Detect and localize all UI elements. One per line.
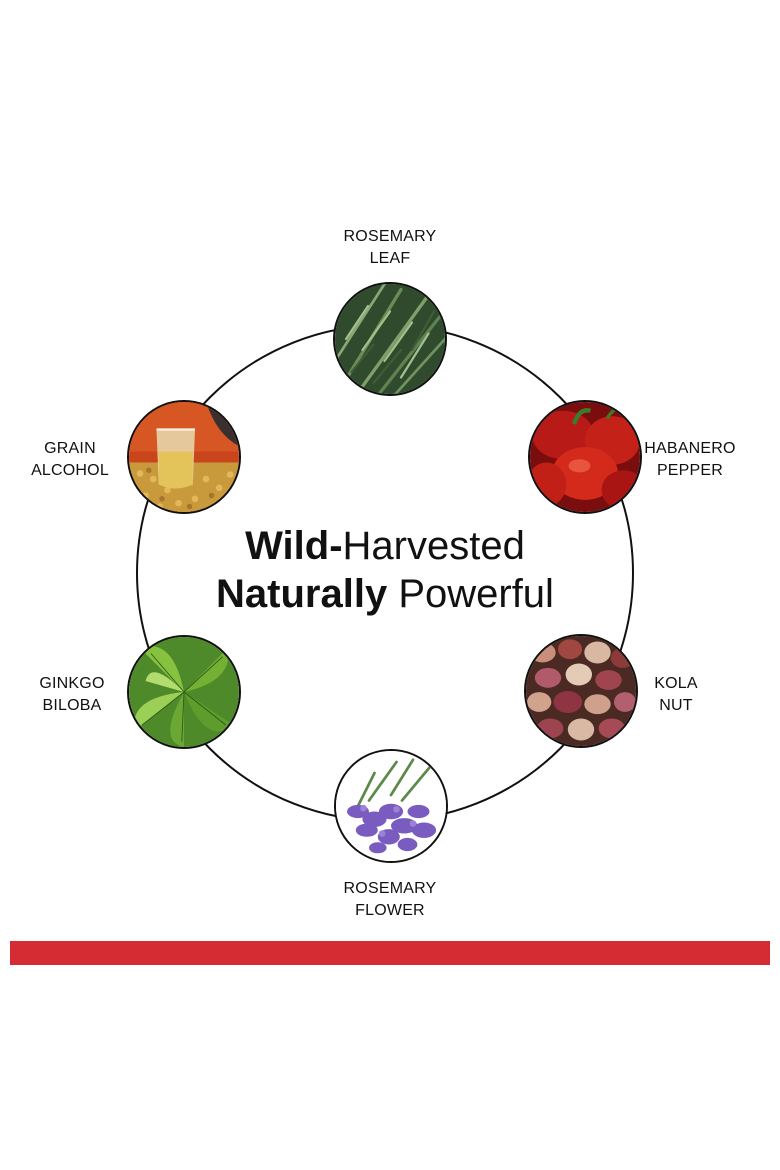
headline-line-1: Wild-Harvested	[140, 522, 630, 570]
rosemary-flower-image	[334, 749, 448, 863]
headline-harvested: Harvested	[342, 524, 525, 568]
rosemary-leaf-image	[333, 282, 447, 396]
habanero-pepper-image	[528, 400, 642, 514]
ginkgo-biloba-image	[127, 635, 241, 749]
headline-powerful: Powerful	[387, 572, 554, 616]
accent-bar	[10, 941, 770, 965]
headline-line-2: Naturally Powerful	[140, 570, 630, 618]
kola-nut-image	[524, 634, 638, 748]
headline-naturally: Naturally	[216, 572, 388, 616]
headline-wild: Wild-	[245, 524, 343, 568]
grain-alcohol-image	[127, 400, 241, 514]
